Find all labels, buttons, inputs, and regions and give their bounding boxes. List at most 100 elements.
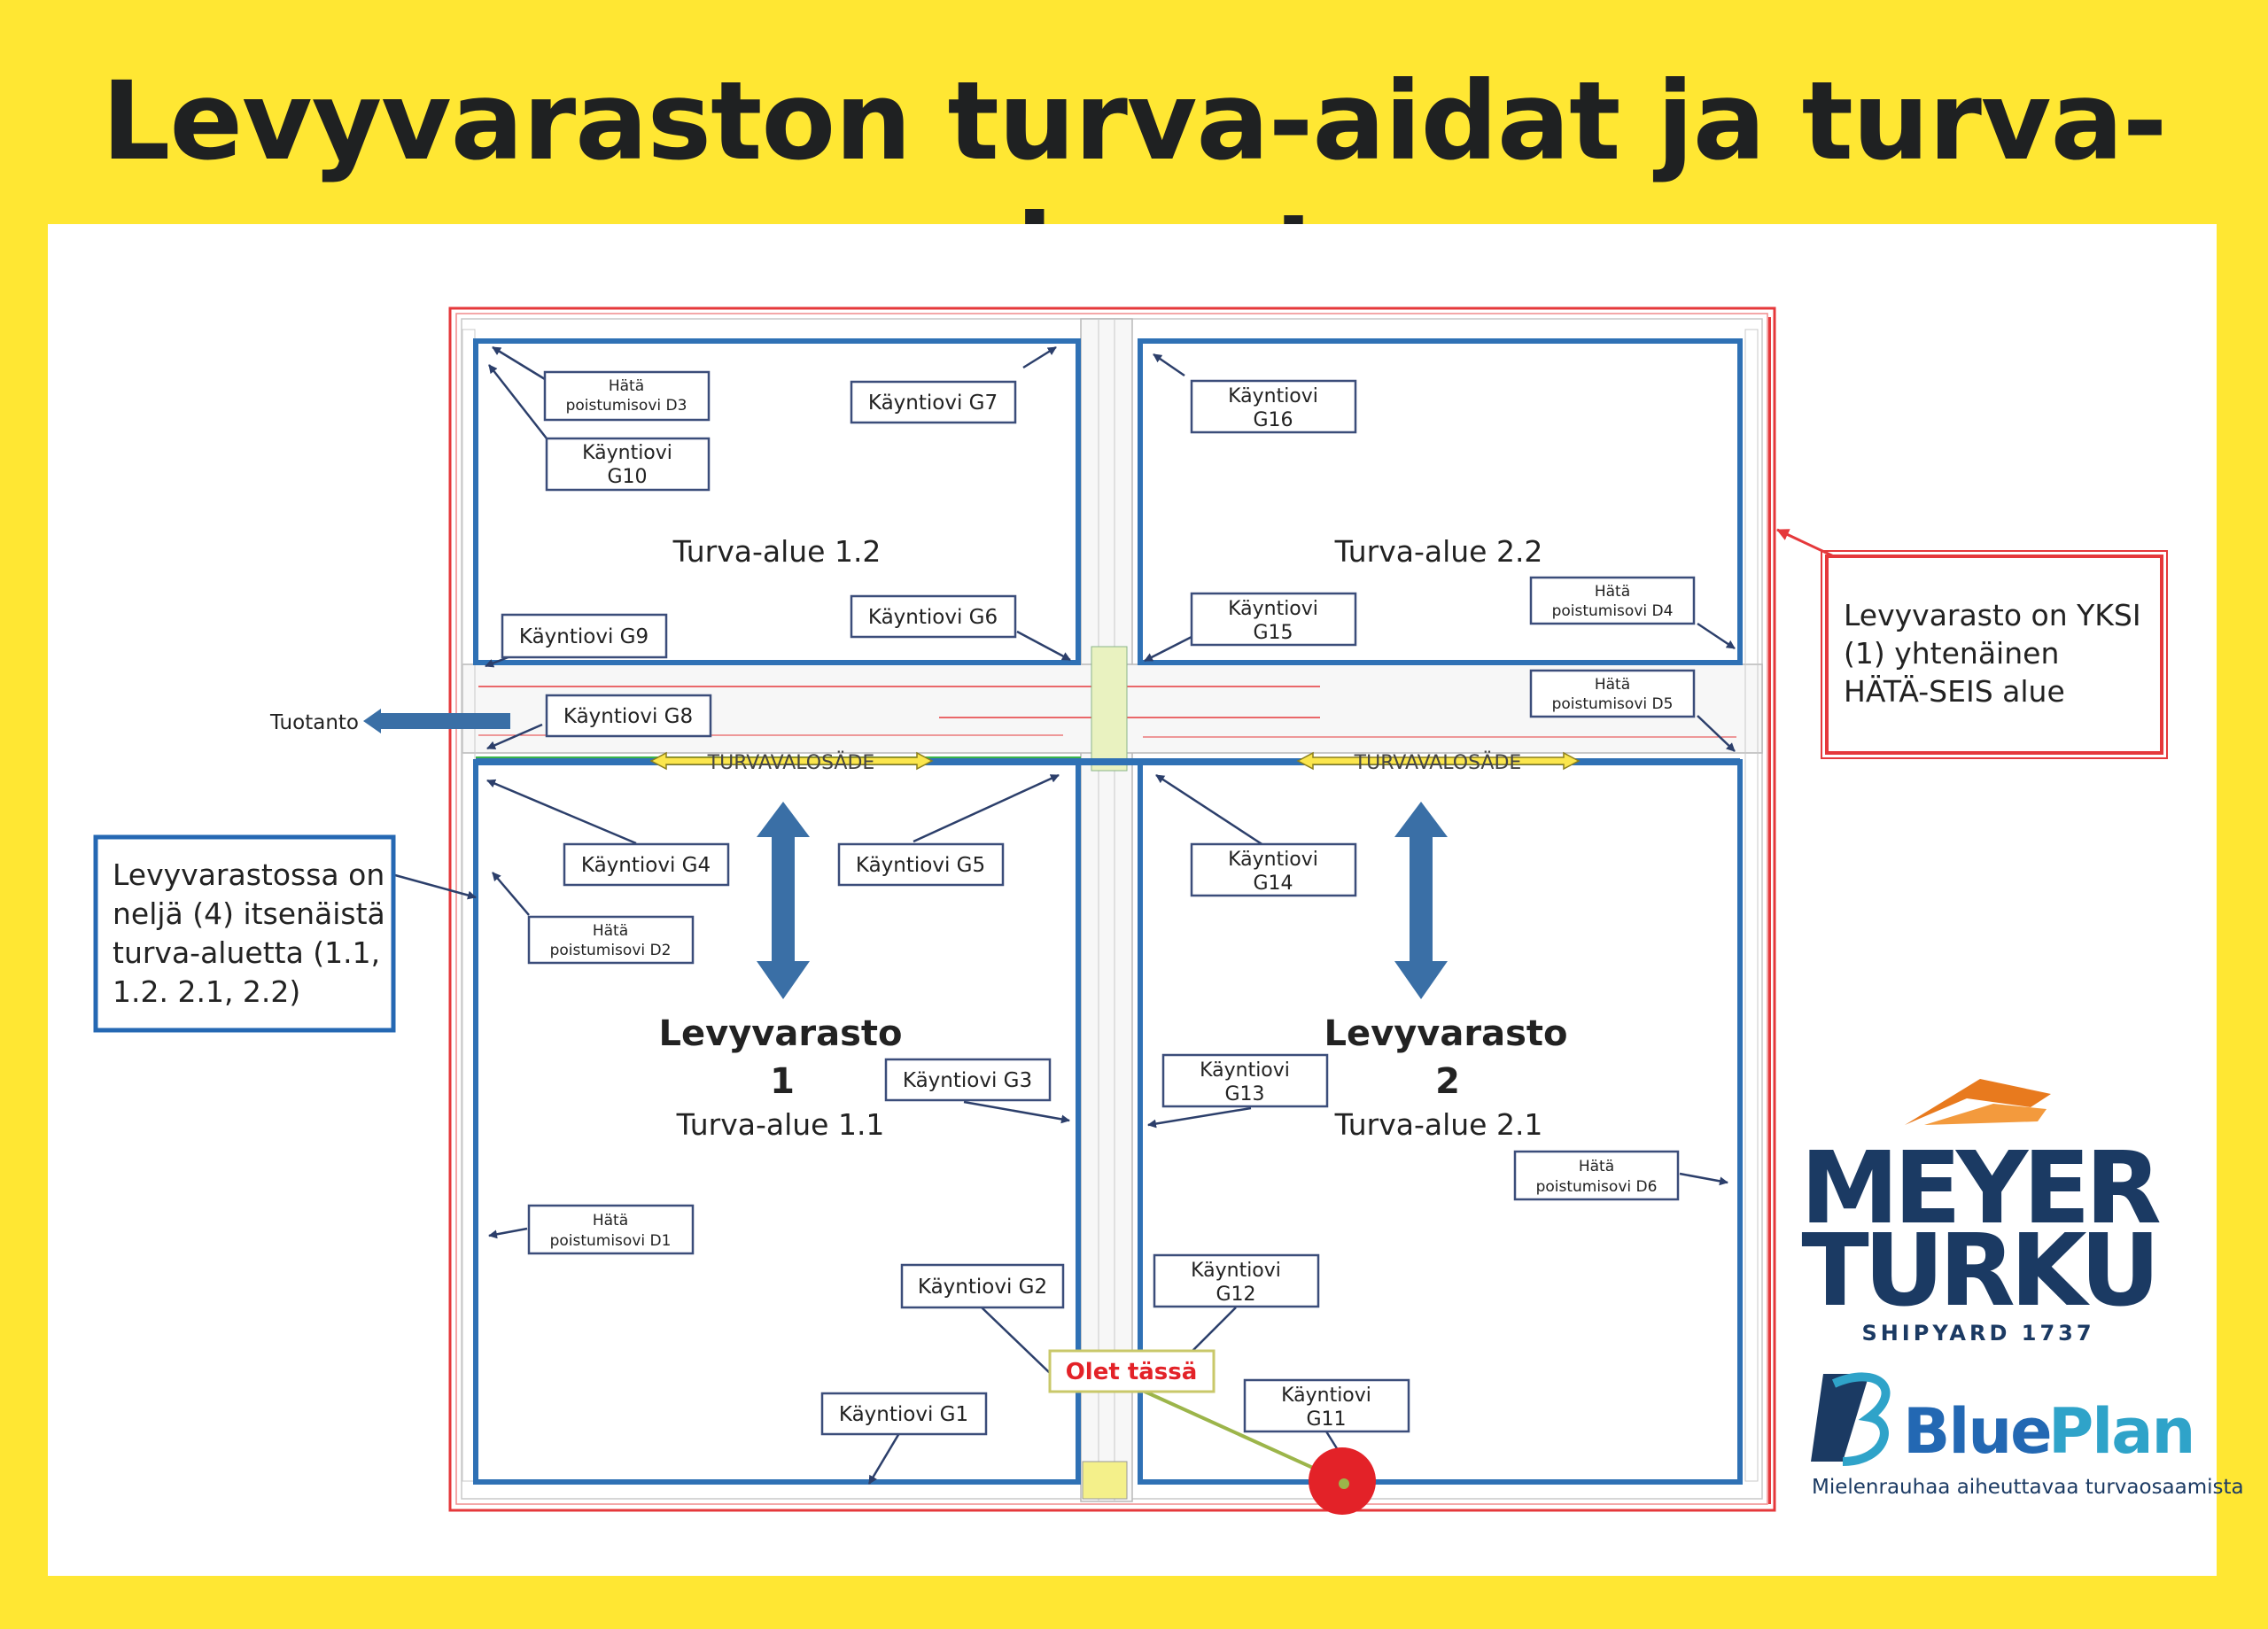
- door-label-g8: Käyntiovi G8: [545, 694, 712, 738]
- svg-text:Hätä: Hätä: [1595, 583, 1630, 601]
- door-label-g13: Käyntiovi G13: [1161, 1053, 1329, 1108]
- light-beam-left: TURVAVALOSÄDE: [649, 751, 934, 774]
- meyer-turku-logo: MEYER TURKU SHIPYARD 1737: [1800, 1079, 2165, 1346]
- svg-text:Hätä: Hätä: [1579, 1158, 1614, 1175]
- corridor-structure: [462, 318, 1763, 1502]
- svg-text:Levyvarastossa on: Levyvarastossa on: [113, 857, 384, 892]
- svg-text:poistumisovi D3: poistumisovi D3: [566, 397, 687, 415]
- tuotanto-label: Tuotanto: [269, 711, 359, 734]
- door-label-g5: Käyntiovi G5: [837, 842, 1005, 887]
- warehouse-1-number: 1: [770, 1061, 795, 1102]
- svg-text:G10: G10: [607, 466, 647, 488]
- g2-pointer: [981, 1307, 1051, 1374]
- svg-text:neljä (4) itsenäistä: neljä (4) itsenäistä: [113, 896, 385, 931]
- door-labels: Hätä poistumisovi D3 Käyntiovi G10 Käynt…: [501, 370, 1696, 1436]
- door-label-d5: Hätä poistumisovi D5: [1529, 669, 1696, 718]
- svg-text:Käyntiovi: Käyntiovi: [1200, 1059, 1290, 1082]
- door-label-g1: Käyntiovi G1: [820, 1392, 988, 1436]
- svg-text:1.2. 2.1, 2.2): 1.2. 2.1, 2.2): [113, 974, 300, 1009]
- blueplan-plan-text: Plan: [2048, 1395, 2194, 1468]
- zone-label-1-2: Turva-alue 1.2: [672, 534, 882, 569]
- svg-text:Käyntiovi G8: Käyntiovi G8: [563, 705, 693, 728]
- zone-divider-arrow-2: [1394, 802, 1448, 999]
- svg-text:poistumisovi D5: poistumisovi D5: [1552, 695, 1674, 713]
- blueplan-tagline: Mielenrauhaa aiheuttavaa turvaosaamista: [1812, 1476, 2244, 1499]
- door-label-g11: Käyntiovi G11: [1243, 1378, 1410, 1433]
- svg-text:Käyntiovi G2: Käyntiovi G2: [918, 1276, 1047, 1299]
- zone-label-2-2: Turva-alue 2.2: [1334, 534, 1543, 569]
- beam-label-left: TURVAVALOSÄDE: [707, 751, 875, 774]
- svg-text:Käyntiovi: Käyntiovi: [1228, 385, 1318, 407]
- svg-text:G14: G14: [1253, 873, 1293, 895]
- door-label-d4: Hätä poistumisovi D4: [1529, 576, 1696, 625]
- blueplan-blue-text: Blue: [1903, 1395, 2051, 1468]
- turku-text: TURKU: [1801, 1214, 2155, 1329]
- door-label-d3: Hätä poistumisovi D3: [543, 370, 711, 422]
- svg-text:Käyntiovi: Käyntiovi: [1281, 1385, 1371, 1407]
- zone-1-2-fence: [473, 338, 1081, 665]
- svg-text:poistumisovi D6: poistumisovi D6: [1536, 1178, 1658, 1196]
- svg-text:Käyntiovi G6: Käyntiovi G6: [868, 606, 998, 629]
- door-label-d1: Hätä poistumisovi D1: [527, 1204, 695, 1255]
- svg-text:poistumisovi D1: poistumisovi D1: [550, 1232, 672, 1250]
- svg-text:Hätä: Hätä: [1595, 676, 1630, 694]
- door-label-g7: Käyntiovi G7: [850, 380, 1017, 424]
- zone-label-1-1: Turva-alue 1.1: [676, 1107, 885, 1142]
- svg-text:Käyntiovi: Käyntiovi: [1228, 598, 1318, 620]
- note-left: Levyvarastossa on neljä (4) itsenäistä t…: [93, 834, 396, 1033]
- door-label-d2: Hätä poistumisovi D2: [527, 915, 695, 965]
- svg-text:Hätä: Hätä: [593, 1212, 628, 1230]
- svg-text:Levyvarasto on YKSI: Levyvarasto on YKSI: [1844, 598, 2141, 632]
- svg-text:Käyntiovi: Käyntiovi: [1228, 849, 1318, 871]
- svg-text:G12: G12: [1216, 1284, 1255, 1306]
- door-label-g4: Käyntiovi G4: [563, 842, 730, 887]
- svg-text:Käyntiovi G7: Käyntiovi G7: [868, 392, 998, 415]
- door-pointers: [394, 345, 1736, 1485]
- svg-text:HÄTÄ-SEIS alue: HÄTÄ-SEIS alue: [1844, 674, 2065, 709]
- you-are-here-label: Olet tässä: [1066, 1359, 1198, 1385]
- blueplan-mark-icon: [1811, 1374, 1869, 1462]
- svg-text:turva-aluetta (1.1,: turva-aluetta (1.1,: [113, 935, 380, 970]
- note-right: Levyvarasto on YKSI (1) yhtenäinen HÄTÄ-…: [1821, 550, 2168, 759]
- svg-text:Käyntiovi G5: Käyntiovi G5: [856, 854, 985, 877]
- g12-pointer: [1191, 1307, 1237, 1353]
- svg-text:poistumisovi D4: poistumisovi D4: [1552, 602, 1674, 620]
- door-label-g3: Käyntiovi G3: [884, 1058, 1052, 1102]
- svg-text:Käyntiovi G3: Käyntiovi G3: [903, 1069, 1032, 1092]
- door-label-g9: Käyntiovi G9: [501, 613, 668, 659]
- svg-text:Käyntiovi G9: Käyntiovi G9: [519, 625, 649, 648]
- warehouse-2-number: 2: [1435, 1061, 1460, 1102]
- meyer-text: MEYER: [1800, 1131, 2160, 1246]
- shipyard-text: SHIPYARD 1737: [1861, 1321, 2094, 1346]
- door-label-g14: Käyntiovi G14: [1190, 842, 1357, 897]
- blueplan-logo: Blue Plan Mielenrauhaa aiheuttavaa turva…: [1811, 1372, 2244, 1499]
- svg-text:poistumisovi D2: poistumisovi D2: [550, 942, 672, 959]
- svg-text:G11: G11: [1306, 1408, 1346, 1431]
- svg-text:Käyntiovi: Käyntiovi: [1191, 1260, 1281, 1282]
- zone-2-2-fence: [1138, 338, 1743, 665]
- door-label-g6: Käyntiovi G6: [850, 594, 1017, 639]
- warehouse-1-name: Levyvarasto: [659, 1013, 903, 1054]
- meyer-sail-icon: [1905, 1079, 2051, 1125]
- door-label-g2: Käyntiovi G2: [900, 1263, 1065, 1309]
- you-are-here: Olet tässä: [1048, 1349, 1376, 1515]
- svg-text:G13: G13: [1224, 1083, 1264, 1105]
- svg-text:Käyntiovi G4: Käyntiovi G4: [581, 854, 711, 877]
- warehouse-2-name: Levyvarasto: [1324, 1013, 1568, 1054]
- beam-label-right: TURVAVALOSÄDE: [1354, 751, 1522, 774]
- svg-text:(1) yhtenäinen: (1) yhtenäinen: [1844, 636, 2059, 671]
- door-label-g10: Käyntiovi G10: [545, 437, 711, 492]
- svg-text:Käyntiovi G1: Käyntiovi G1: [839, 1403, 968, 1426]
- svg-text:G16: G16: [1253, 409, 1293, 431]
- door-label-d6: Hätä poistumisovi D6: [1513, 1150, 1680, 1201]
- svg-text:Hätä: Hätä: [609, 377, 644, 395]
- light-beam-right: TURVAVALOSÄDE: [1296, 751, 1581, 774]
- door-label-g15: Käyntiovi G15: [1190, 592, 1357, 647]
- door-label-g12: Käyntiovi G12: [1153, 1253, 1320, 1308]
- svg-text:Käyntiovi: Käyntiovi: [582, 442, 672, 464]
- svg-text:Hätä: Hätä: [593, 922, 628, 940]
- svg-text:G15: G15: [1253, 622, 1293, 644]
- zone-divider-arrow-1: [757, 802, 810, 999]
